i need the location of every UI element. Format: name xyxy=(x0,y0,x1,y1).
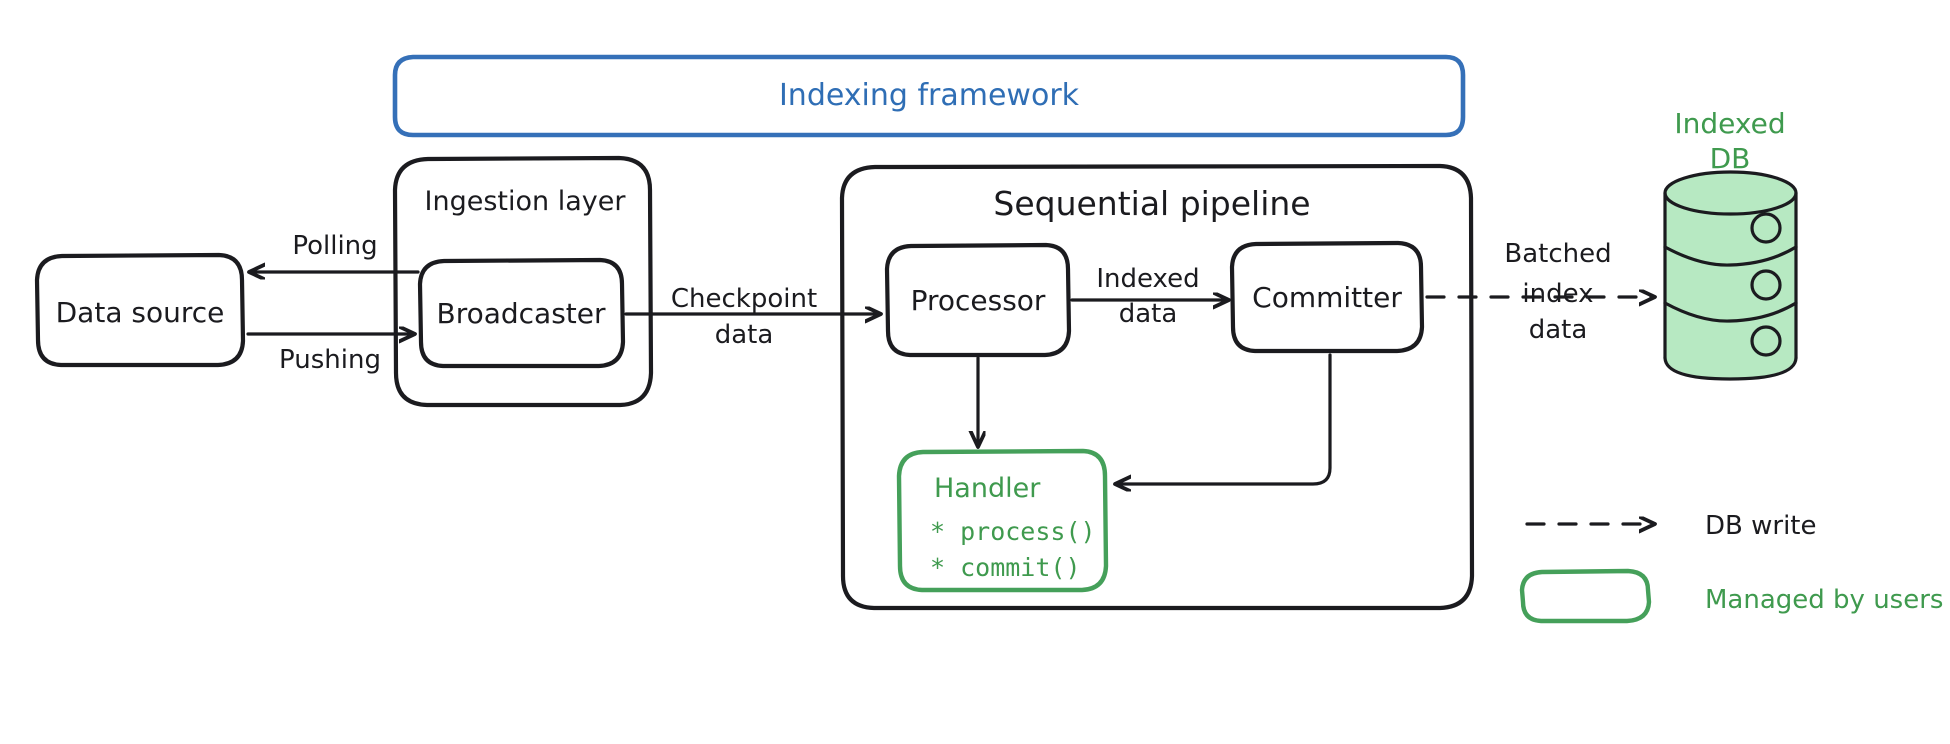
node-processor-label: Processor xyxy=(911,284,1046,317)
edge-polling: Polling xyxy=(252,231,420,272)
indexing-framework-container: Indexing framework xyxy=(392,54,1466,138)
edge-pushing-label: Pushing xyxy=(279,345,381,375)
sequential-pipeline-label: Sequential pipeline xyxy=(993,184,1310,223)
edge-polling-label: Polling xyxy=(292,231,377,261)
database-indexed-db[interactable]: Indexed DB xyxy=(1663,107,1798,381)
db-indicator-icon-3 xyxy=(1750,325,1782,357)
node-committer-label: Committer xyxy=(1252,281,1402,314)
node-handler[interactable]: Handler * process() * commit() xyxy=(896,448,1109,593)
database-label-line2: DB xyxy=(1710,142,1751,175)
node-data-source-label: Data source xyxy=(56,296,225,329)
edge-checkpoint-data: Checkpoint data xyxy=(624,284,878,350)
edge-batched-label-3: data xyxy=(1529,315,1588,345)
legend: DB write Managed by users xyxy=(1519,511,1943,624)
edge-checkpoint-label-1: Checkpoint xyxy=(671,284,817,314)
edge-committer-to-handler xyxy=(1118,353,1332,484)
node-committer[interactable]: Committer xyxy=(1229,240,1425,354)
database-label-line1: Indexed xyxy=(1674,107,1785,140)
sequential-pipeline-container: Sequential pipeline xyxy=(839,163,1475,611)
db-indicator-icon-1 xyxy=(1750,212,1782,244)
edge-indexed-label-1: Indexed xyxy=(1096,264,1199,294)
indexing-framework-label: Indexing framework xyxy=(779,78,1080,113)
ingestion-layer-label: Ingestion layer xyxy=(425,186,627,217)
edge-indexed-data: Indexed data xyxy=(1070,264,1226,329)
ingestion-layer-container: Ingestion layer xyxy=(392,155,654,408)
node-data-source[interactable]: Data source xyxy=(34,252,246,368)
node-broadcaster-label: Broadcaster xyxy=(436,297,606,330)
edge-pushing: Pushing xyxy=(246,334,412,375)
db-indicator-icon-2 xyxy=(1750,269,1782,301)
node-processor[interactable]: Processor xyxy=(884,242,1072,358)
edge-batched-index-data: Batched index data xyxy=(1425,239,1652,345)
handler-method-process: * process() xyxy=(930,517,1096,546)
edge-indexed-label-2: data xyxy=(1119,299,1178,329)
legend-item-db-write: DB write xyxy=(1525,511,1817,541)
edge-batched-label-1: Batched xyxy=(1504,239,1611,269)
legend-db-write-label: DB write xyxy=(1705,511,1817,541)
node-handler-title: Handler xyxy=(934,473,1041,504)
legend-managed-by-users-label: Managed by users xyxy=(1705,585,1943,615)
node-broadcaster[interactable]: Broadcaster xyxy=(417,257,626,369)
edge-checkpoint-label-2: data xyxy=(715,320,774,350)
edge-batched-label-2: index xyxy=(1522,279,1593,309)
handler-method-commit: * commit() xyxy=(930,553,1081,582)
legend-item-managed-by-users: Managed by users xyxy=(1519,568,1943,624)
